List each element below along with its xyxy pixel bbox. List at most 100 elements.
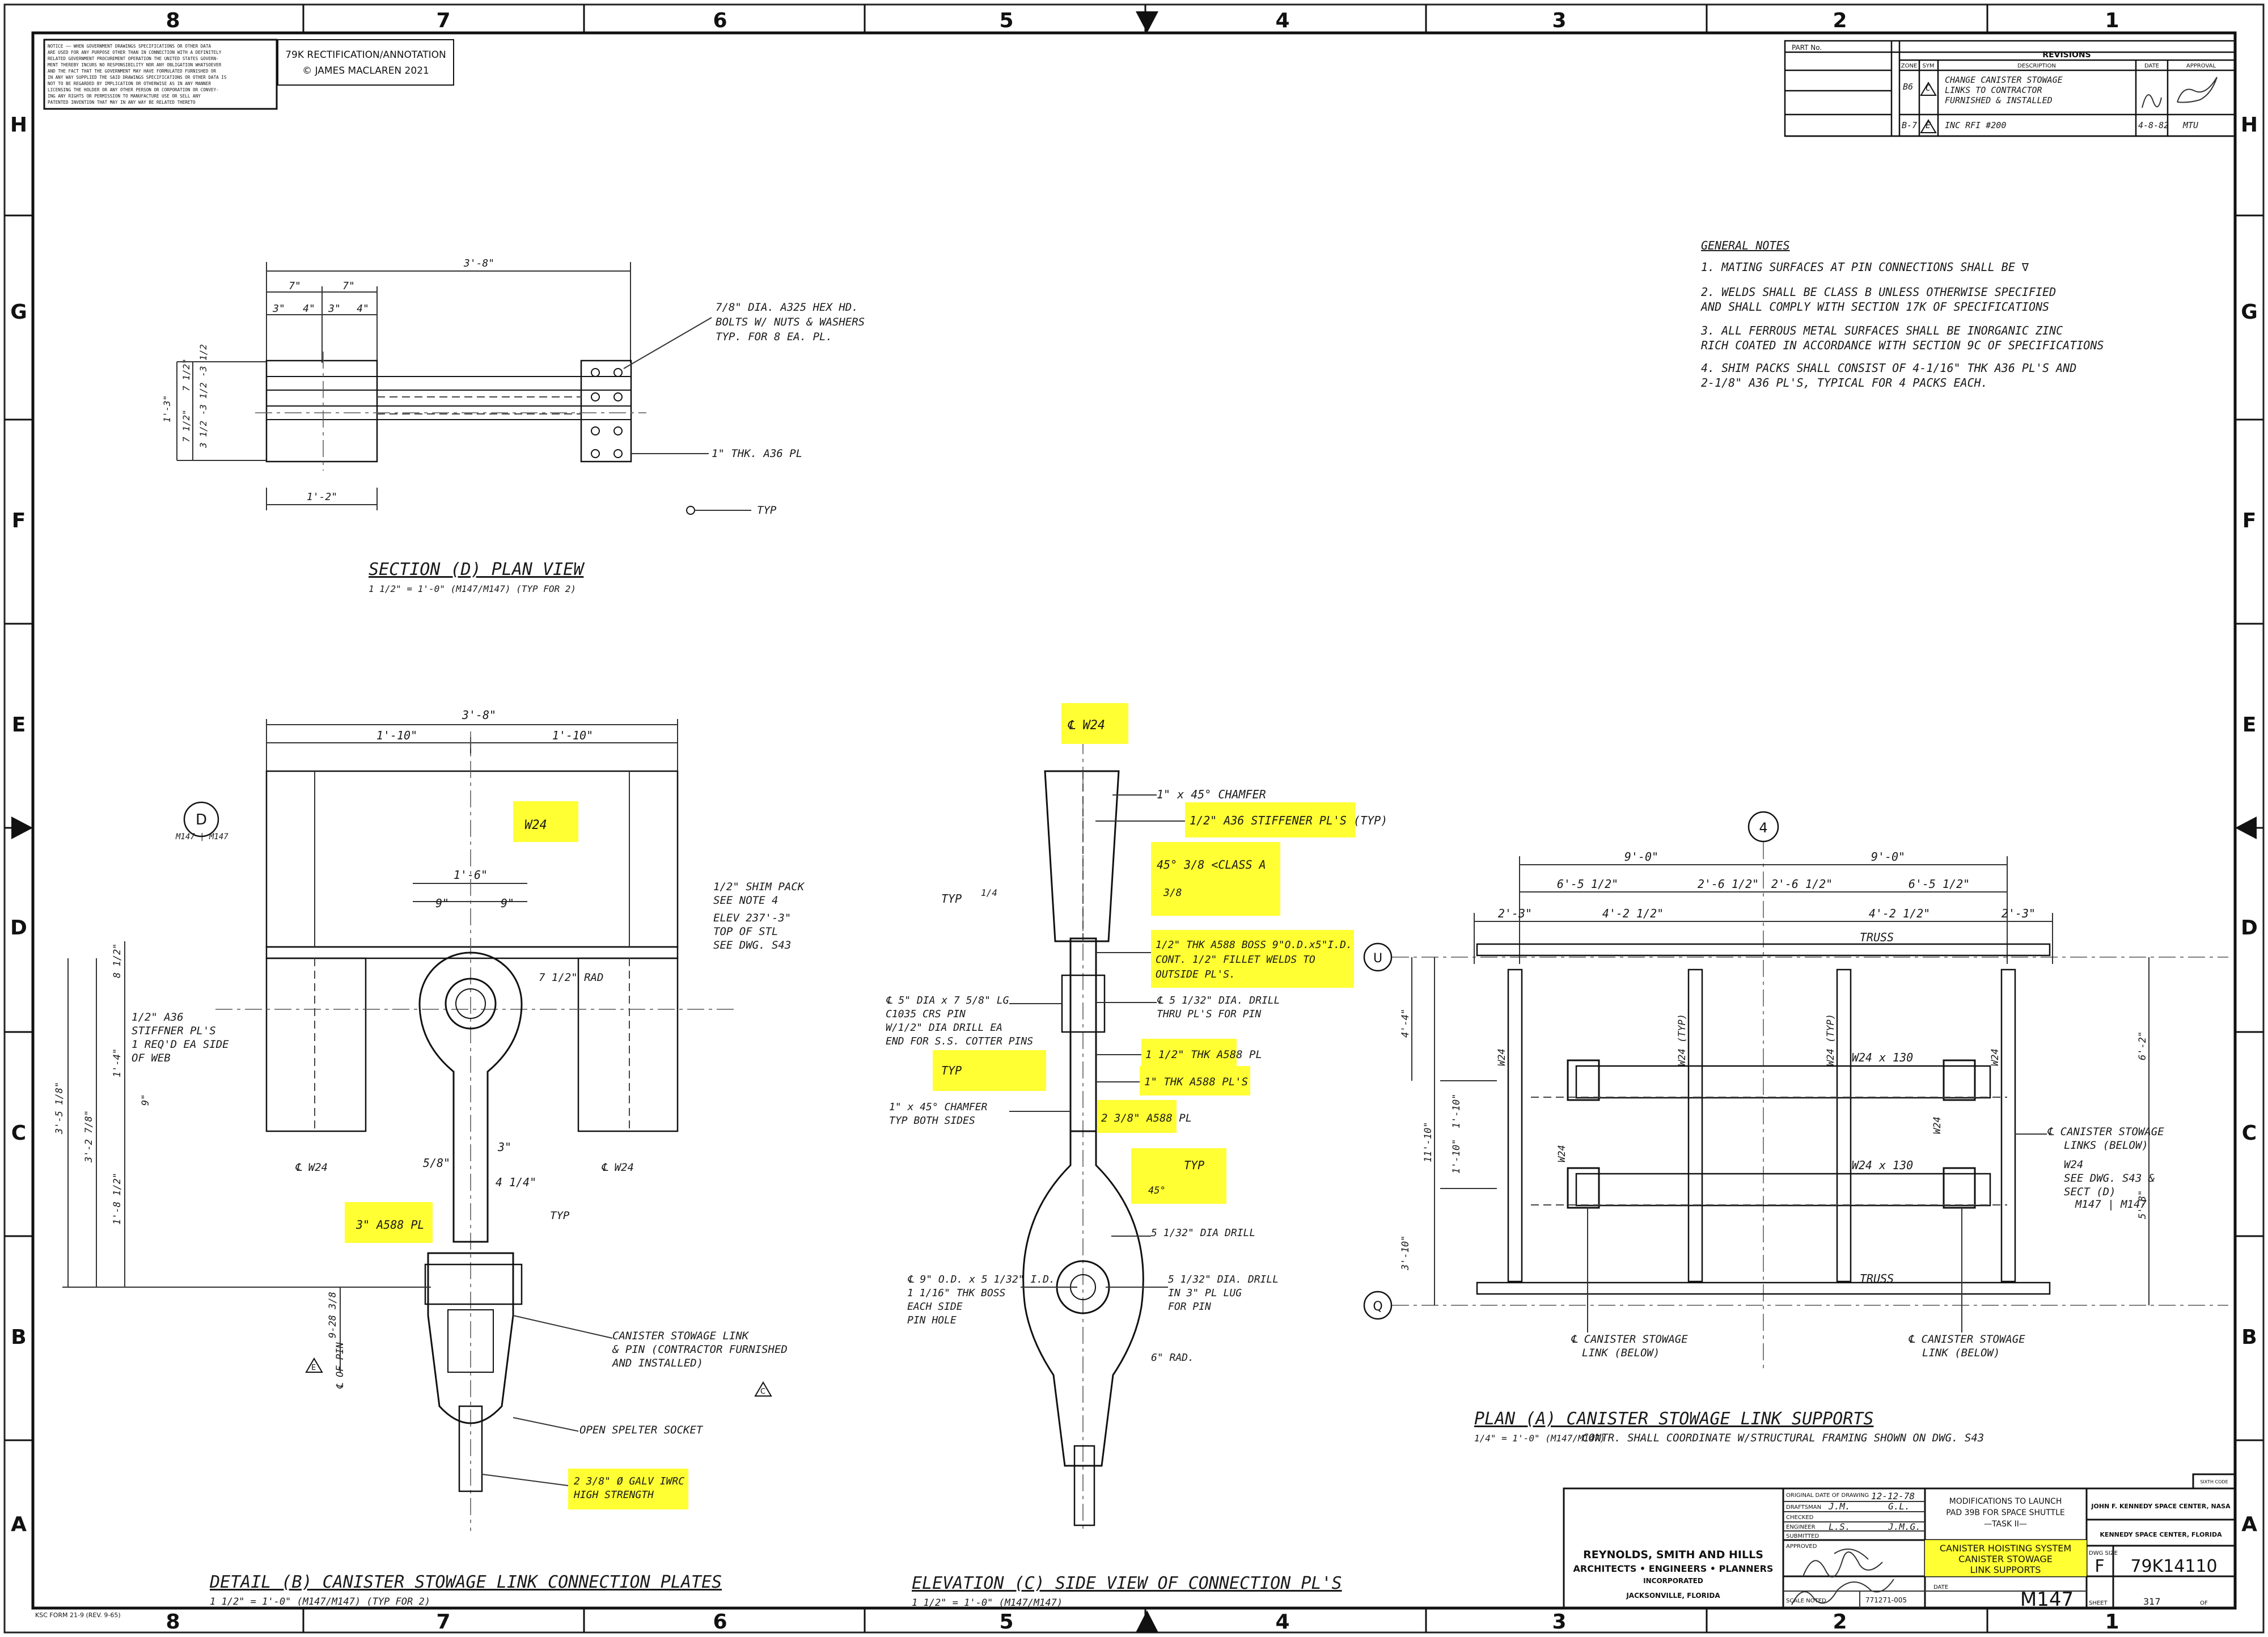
kennedy-line: KENNEDY SPACE CENTER, FLORIDA bbox=[2100, 1531, 2222, 1538]
typ-weld-note: TYP bbox=[941, 1064, 962, 1077]
detail-b-dim-32: 3'-2 7/8" bbox=[83, 1110, 95, 1163]
row-label-h-right: H bbox=[2241, 113, 2258, 137]
detail-b-connection-plates: 3'-8" 1'-10" 1'-10" 1'-6" 9" 9" 3" 5/8" … bbox=[54, 708, 805, 1608]
rev-row-sym: C bbox=[1926, 83, 1931, 93]
col-label-7-bottom: 7 bbox=[436, 1610, 450, 1634]
socket-note: OPEN SPELTER SOCKET bbox=[579, 1424, 704, 1436]
row-label-e-left: E bbox=[12, 713, 26, 737]
section-d-dim-bottom: 1'-2" bbox=[307, 491, 337, 503]
weld-45-note: 45° bbox=[1148, 1185, 1166, 1196]
elev-note: ELEV 237'-3" bbox=[713, 912, 791, 924]
plate-label: 3" A588 PL bbox=[356, 1218, 424, 1232]
col-label-6-bottom: 6 bbox=[713, 1610, 727, 1634]
section-d-dim-3: 3" bbox=[272, 303, 285, 315]
sheet-label: SHEET bbox=[2089, 1600, 2108, 1606]
plan-a-dim: 9'-0" bbox=[1871, 850, 1905, 864]
w24-side: W24 bbox=[1932, 1116, 1943, 1134]
center-arrow-left-icon bbox=[11, 817, 33, 839]
highlight-typ-weld bbox=[933, 1050, 1046, 1091]
detail-b-subtitle: 1 1/2" = 1'-0" (M147/M147) (TYP FOR 2) bbox=[210, 1596, 430, 1608]
lug-note: FOR PIN bbox=[1168, 1301, 1211, 1313]
rev-row-date: 4-8-82 bbox=[2138, 120, 2169, 130]
pin-note: ℄ 5" DIA x 7 5/8" LG bbox=[886, 995, 1009, 1006]
plate-15-note: 1 1/2" THK A588 PL bbox=[1145, 1048, 1262, 1061]
section-d-subtitle: 1 1/2" = 1'-0" (M147/M147) (TYP FOR 2) bbox=[369, 583, 576, 594]
plan-a-dim: 9'-0" bbox=[1624, 850, 1658, 864]
shim-note: SEE NOTE 4 bbox=[713, 894, 778, 907]
highlight-238-plate bbox=[1097, 1100, 1177, 1133]
row-label-c-left: C bbox=[11, 1122, 26, 1145]
rad-note: 7 1/2" RAD bbox=[539, 971, 603, 984]
detail-b-dim-928: 9-28 3/8 bbox=[327, 1292, 338, 1338]
project-line: PAD 39B FOR SPACE SHUTTLE bbox=[1946, 1508, 2064, 1517]
plan-a-link-supports: 4 U Q bbox=[1363, 811, 2228, 1444]
typ-45-note: TYP bbox=[1184, 1158, 1204, 1172]
plan-a-dim: 4'-2 1/2" bbox=[1602, 907, 1664, 920]
orig-date: 12-12-78 bbox=[1871, 1491, 1915, 1501]
highlight-15-plate bbox=[1141, 1039, 1237, 1067]
link-note: & PIN (CONTRACTOR FURNISHED bbox=[612, 1343, 788, 1356]
scale-label: SCALE NOTED bbox=[1786, 1598, 1826, 1604]
grid-bubble-q: Q bbox=[1373, 1300, 1382, 1314]
detail-b-dim-9: 9" bbox=[435, 896, 449, 910]
highlight-system-title bbox=[1925, 1540, 2087, 1576]
elevation-c-side-view: ℄ W24 1" x 45° CHAMFER 1/2" A36 STIFFENE… bbox=[886, 703, 1387, 1609]
chamfer-both-note: TYP BOTH SIDES bbox=[889, 1115, 975, 1127]
rev-triangle-icon bbox=[305, 1357, 323, 1373]
row-label-b-right: B bbox=[2241, 1326, 2257, 1349]
plan-a-dim: 2'-6 1/2" bbox=[1698, 877, 1759, 891]
rectification-label: 79K RECTIFICATION/ANNOTATION bbox=[285, 49, 446, 61]
checked: G.L. bbox=[1888, 1501, 1910, 1512]
below-left-note: LINK (BELOW) bbox=[1582, 1347, 1660, 1359]
bolt-note: BOLTS W/ NUTS & WASHERS bbox=[716, 316, 865, 328]
rev-row-desc: LINKS TO CONTRACTOR bbox=[1945, 85, 2042, 95]
rev-triangle-icon bbox=[754, 1381, 772, 1397]
general-note-line: 1. MATING SURFACES AT PIN CONNECTIONS SH… bbox=[1701, 260, 2029, 274]
col-label-8-top: 8 bbox=[166, 9, 180, 32]
grid-bubble-u: U bbox=[1373, 951, 1382, 966]
plan-a-dim: 6'-5 1/2" bbox=[1909, 877, 1970, 891]
system-title: LINK SUPPORTS bbox=[1970, 1564, 2041, 1575]
section-d-dim-left: 7 1/2" bbox=[181, 409, 192, 442]
plan-a-title: PLAN (A) CANISTER STOWAGE LINK SUPPORTS bbox=[1474, 1409, 1873, 1429]
center-arrow-right-icon bbox=[2235, 817, 2257, 839]
section-d-dim-7: 7" bbox=[289, 280, 301, 292]
weld-sub-note: 3/8 bbox=[1163, 887, 1182, 899]
section-d-plan-view: 3'-8" 7" 7" 3" 4" 3" 4" 1'-2" 1'-3" 7 1/… bbox=[162, 257, 865, 594]
section-d-tag-ref: M147 | M147 bbox=[175, 832, 229, 841]
typ-left: TYP bbox=[941, 892, 962, 906]
strand-note: 2 3/8" Ø GALV IWRC bbox=[574, 1475, 684, 1487]
checked-label: CHECKED bbox=[1786, 1515, 1814, 1521]
engineer-label: ENGINEER bbox=[1786, 1524, 1816, 1530]
elev-note: SEE DWG. S43 bbox=[713, 939, 791, 951]
grid-bubble-4: 4 bbox=[1759, 820, 1767, 836]
boss-note: CONT. 1/2" FILLET WELDS TO bbox=[1156, 954, 1315, 966]
approval-signature-2 bbox=[1791, 1579, 1894, 1605]
submitted-label: SUBMITTED bbox=[1786, 1533, 1819, 1539]
firm-line: INCORPORATED bbox=[1643, 1577, 1703, 1585]
cl-w24-left: ℄ W24 bbox=[295, 1161, 328, 1174]
boss-pin-note: PIN HOLE bbox=[907, 1314, 957, 1326]
section-d-dim-left: 7 1/2" bbox=[181, 358, 192, 391]
section-d-dim-3: 3" bbox=[328, 303, 341, 315]
tapered-stiffener bbox=[1044, 770, 1120, 942]
col-label-3-top: 3 bbox=[1552, 9, 1566, 32]
revision-signature-stamp bbox=[2142, 77, 2218, 108]
stiffener-note: 1/2" A36 bbox=[132, 1011, 184, 1023]
center-arrow-top-icon bbox=[1136, 11, 1158, 33]
cl-w24-right: ℄ W24 bbox=[601, 1161, 634, 1174]
plan-a-dim: 2'-6 1/2" bbox=[1771, 877, 1833, 891]
revisions-title: REVISIONS bbox=[2042, 50, 2091, 60]
w24-typ: W24 (TYP) bbox=[1677, 1014, 1688, 1066]
rev-triangle-icon bbox=[1920, 82, 1937, 96]
dwg-number: 79K14110 bbox=[2130, 1556, 2217, 1576]
elev-c-title: ELEVATION (C) SIDE VIEW OF CONNECTION PL… bbox=[912, 1573, 1342, 1593]
col-label-4-bottom: 4 bbox=[1275, 1610, 1289, 1634]
boss-note: OUTSIDE PL'S. bbox=[1156, 968, 1235, 980]
col-label-5-bottom: 5 bbox=[999, 1610, 1013, 1634]
notice-line: IN ANY WAY SUPPLIED THE SAID DRAWINGS SP… bbox=[48, 75, 227, 80]
drill-note: THRU PL'S FOR PIN bbox=[1157, 1008, 1261, 1020]
w24-130b: W24 x 130 bbox=[1852, 1158, 1913, 1172]
col-label-4-top: 4 bbox=[1275, 9, 1289, 32]
boss-pin-note: 1 1/16" THK BOSS bbox=[907, 1287, 1006, 1299]
